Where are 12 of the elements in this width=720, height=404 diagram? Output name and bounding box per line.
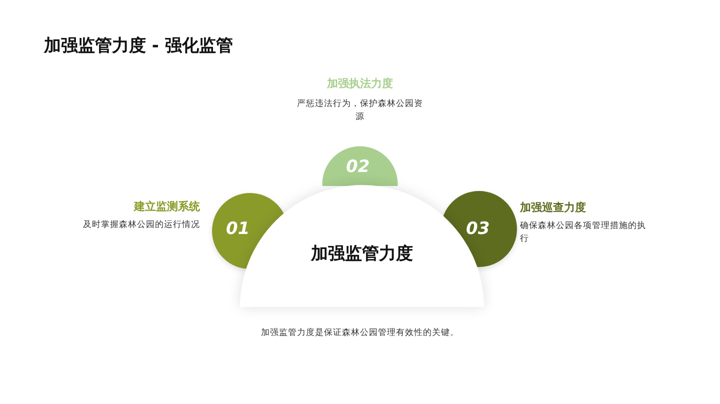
center-heading: 加强监管力度	[310, 243, 414, 265]
slide-title: 加强监管力度 - 强化监管	[44, 35, 233, 57]
item-description: 及时掌握森林公园的运行情况	[82, 219, 200, 232]
step-number: 01	[226, 219, 250, 239]
item-heading: 建立监测系统	[134, 200, 200, 214]
item-description: 严惩违法行为，保护森林公园资源	[297, 98, 423, 124]
step-number: 03	[466, 219, 490, 239]
summary-note: 加强监管力度是保证森林公园管理有效性的关键。	[260, 327, 460, 339]
item-heading: 加强执法力度	[326, 77, 394, 91]
step-number: 02	[346, 157, 370, 177]
item-heading: 加强巡查力度	[520, 201, 586, 215]
item-description: 确保森林公园各项管理措施的执行	[520, 220, 646, 246]
